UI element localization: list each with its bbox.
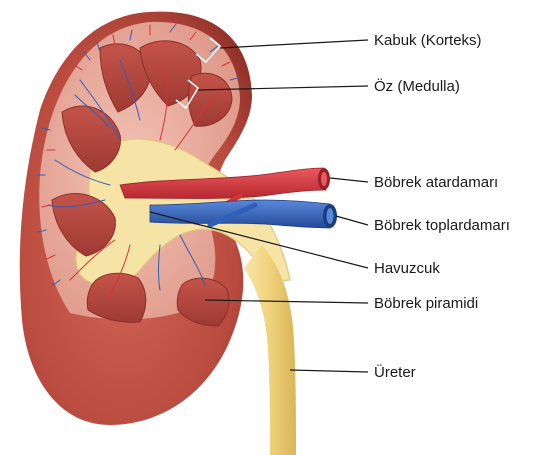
label-cortex: Kabuk (Korteks) xyxy=(374,32,482,49)
label-pyramid: Böbrek piramidi xyxy=(374,295,478,312)
pyramid-6 xyxy=(87,273,146,322)
leader-vein xyxy=(336,216,368,225)
leader-cortex xyxy=(220,40,368,48)
label-ureter: Üreter xyxy=(374,363,416,381)
leader-ureter xyxy=(290,370,368,372)
label-pelvis: Havuzcuk xyxy=(374,260,440,277)
label-medulla: Öz (Medulla) xyxy=(374,77,460,95)
leader-artery xyxy=(330,178,368,182)
label-renal-vein: Böbrek toplardamarı xyxy=(374,217,510,234)
label-renal-artery: Böbrek atardamarı xyxy=(374,174,498,191)
